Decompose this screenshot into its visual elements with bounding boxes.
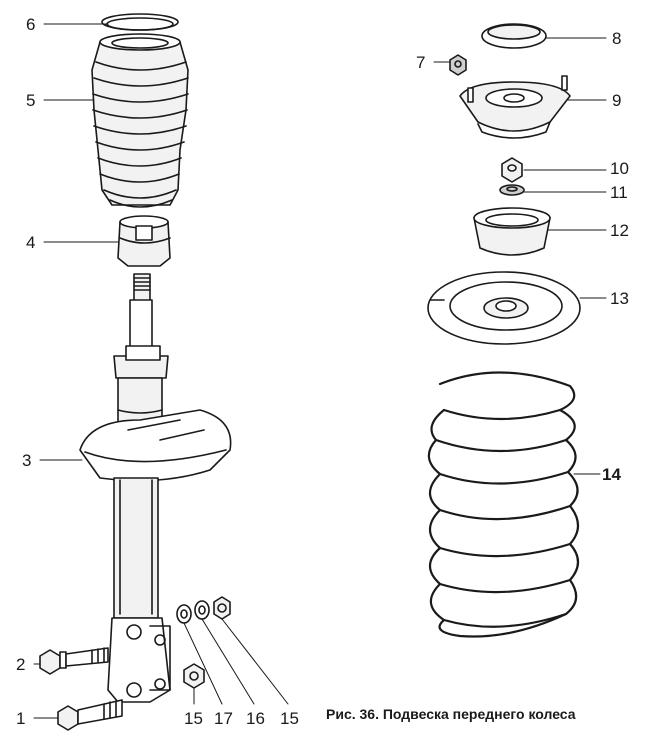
part-15-nut-upper: [214, 597, 230, 619]
part-10-nut: [502, 158, 522, 182]
callout-5: 5: [26, 91, 36, 110]
part-9-upper-support: [460, 76, 570, 138]
part-12-support-bearing: [474, 208, 550, 255]
callout-1: 1: [16, 709, 26, 728]
callout-12: 12: [610, 221, 629, 240]
callout-15-lower: 15: [184, 709, 203, 728]
callout-10: 10: [610, 159, 629, 178]
callout-16: 16: [246, 709, 265, 728]
part-7-nut: [450, 55, 466, 75]
part-15-nut-lower: [184, 664, 204, 688]
figure-caption: Рис. 36. Подвеска переднего колеса: [326, 706, 576, 722]
part-13-spring-seat: [428, 272, 580, 344]
part-3-strut: [80, 274, 231, 702]
callout-2: 2: [16, 655, 26, 674]
callout-11: 11: [610, 183, 628, 202]
part-14-coil-spring: [429, 372, 578, 636]
part-4-compression-buffer: [118, 216, 170, 266]
part-11-washer: [500, 185, 524, 195]
part-6-retaining-ring: [102, 14, 178, 30]
callout-6: 6: [26, 15, 36, 34]
callout-8: 8: [612, 29, 622, 48]
part-5-protective-boot: [92, 34, 188, 207]
part-2-upper-bolt: [40, 648, 108, 674]
callout-4: 4: [26, 233, 36, 252]
part-16-washer: [195, 601, 209, 619]
callout-13: 13: [610, 289, 629, 308]
callout-7: 7: [416, 53, 426, 72]
callout-3: 3: [22, 451, 32, 470]
callout-14: 14: [602, 465, 621, 484]
part-1-lower-bolt: [58, 700, 122, 730]
callout-17: 17: [214, 709, 233, 728]
leader-lines: [33, 23, 607, 719]
part-17-washer: [177, 605, 191, 623]
callout-15-upper: 15: [280, 709, 299, 728]
callout-9: 9: [612, 91, 622, 110]
part-8-protective-cap: [482, 24, 546, 48]
